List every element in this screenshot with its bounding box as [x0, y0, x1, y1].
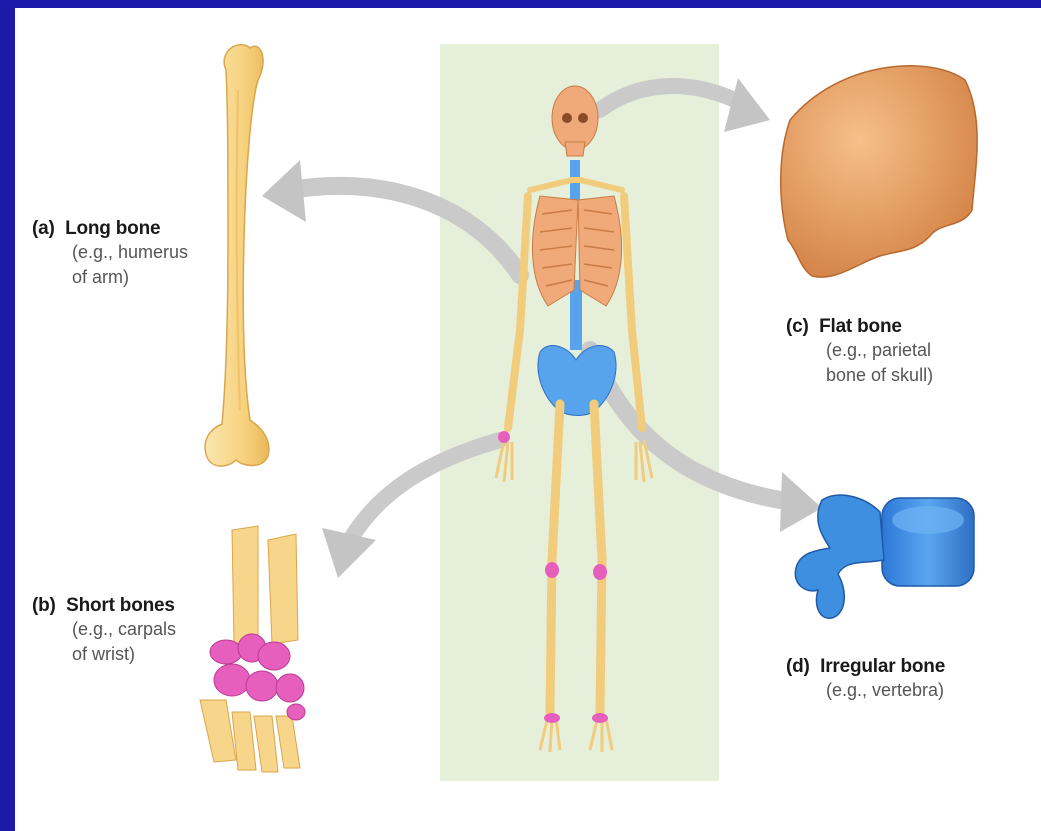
label-title-irregular-bone: Irregular bone — [820, 656, 945, 677]
label-title-long-bone: Long bone — [65, 218, 160, 239]
label-desc-short-bones: (e.g., carpals of wrist) — [72, 617, 176, 667]
label-flat-bone: (c) Flat bone (e.g., parietal bone of sk… — [786, 316, 933, 388]
long-bone-humerus — [205, 45, 269, 466]
label-title-flat-bone: Flat bone — [819, 316, 902, 337]
flat-bone-parietal — [781, 66, 977, 277]
arrow-to-long-bone — [262, 160, 520, 275]
label-desc-flat-bone: (e.g., parietal bone of skull) — [826, 338, 933, 388]
label-title-short-bones: Short bones — [66, 595, 175, 616]
label-desc-irregular-bone: (e.g., vertebra) — [826, 678, 945, 703]
arrow-to-short-bones — [322, 440, 500, 578]
label-letter-b: (b) — [32, 595, 56, 616]
short-bones-carpals — [200, 526, 305, 772]
irregular-bone-vertebra — [795, 495, 974, 618]
label-long-bone: (a) Long bone (e.g., humerus of arm) — [32, 218, 188, 290]
label-letter-a: (a) — [32, 218, 55, 239]
label-irregular-bone: (d) Irregular bone (e.g., vertebra) — [786, 656, 945, 703]
label-desc-long-bone: (e.g., humerus of arm) — [72, 240, 188, 290]
label-letter-c: (c) — [786, 316, 809, 337]
label-short-bones: (b) Short bones (e.g., carpals of wrist) — [32, 595, 176, 667]
arrow-to-flat-bone — [600, 78, 770, 132]
label-letter-d: (d) — [786, 656, 810, 677]
